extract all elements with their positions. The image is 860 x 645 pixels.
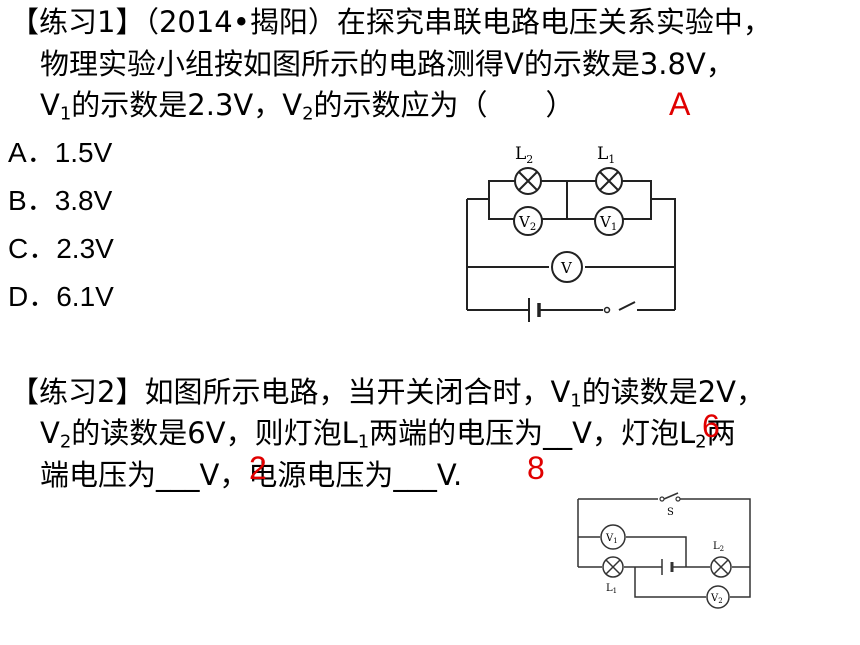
option-letter: A． xyxy=(8,137,55,168)
l2-label: L2 xyxy=(713,541,724,553)
option-value: 6.1V xyxy=(56,281,114,312)
exercise2-line1: 【练习2】如图所示电路，当开关闭合时，V1的读数是2V， xyxy=(10,375,766,412)
exercise1-line1: 【练习1】（2014•揭阳）在探究串联电路电压关系实验中， xyxy=(10,5,772,39)
v1-label: V1 xyxy=(599,213,617,233)
exercise1-line3: V1的示数是2.3V，V2的示数应为（ ） xyxy=(40,88,575,125)
voltmeter-v-icon xyxy=(551,251,583,283)
option-value: 3.8V xyxy=(54,185,113,216)
voltmeter-v1-icon xyxy=(600,524,626,550)
exercise2-answer-1: 6 xyxy=(702,408,720,444)
option-value: 1.5V xyxy=(54,137,113,168)
switch-label: S xyxy=(667,507,674,518)
option-letter: C． xyxy=(8,233,57,264)
v2-label: V2 xyxy=(518,213,536,233)
option-value: 2.3V xyxy=(56,233,114,264)
exercise2-answer-2: 2 xyxy=(249,450,267,486)
l1-label: L1 xyxy=(597,144,615,166)
voltmeter-v2-icon xyxy=(513,206,543,236)
l2-label: L2 xyxy=(515,144,533,166)
voltmeter-v1-icon xyxy=(594,206,624,236)
exercise2-line3: 端电压为___V，电源电压为___V. xyxy=(40,458,463,492)
exercise2-answer-3: 8 xyxy=(527,450,545,486)
option-b[interactable]: B．3.8V xyxy=(8,184,112,218)
exercise1-line2: 物理实验小组按如图所示的电路测得V的示数是3.8V， xyxy=(40,47,735,81)
v-label: V xyxy=(560,259,573,277)
circuit-diagram-2: S V1 L1 L2 V2 xyxy=(577,492,751,609)
l1-label: L1 xyxy=(606,583,617,595)
option-letter: D． xyxy=(8,281,57,312)
option-a[interactable]: A．1.5V xyxy=(8,136,112,170)
voltmeter-v2-icon xyxy=(706,585,730,609)
option-letter: B． xyxy=(8,185,55,216)
lamp-l2-icon xyxy=(514,167,542,195)
lamp-l1-icon xyxy=(602,556,624,578)
option-c[interactable]: C．2.3V xyxy=(8,232,114,266)
option-d[interactable]: D．6.1V xyxy=(8,280,114,314)
exercise2-line2: V2的读数是6V，则灯泡L1两端的电压为__V，灯泡L2两 xyxy=(40,416,736,453)
lamp-l1-icon xyxy=(595,167,623,195)
circuit-diagram-1: V2 V1 V L2 L1 xyxy=(466,144,676,322)
v2-label: V2 xyxy=(710,593,723,605)
v1-label: V1 xyxy=(605,533,618,545)
lamp-l2-icon xyxy=(710,556,732,578)
exercise1-answer: A xyxy=(669,86,691,122)
